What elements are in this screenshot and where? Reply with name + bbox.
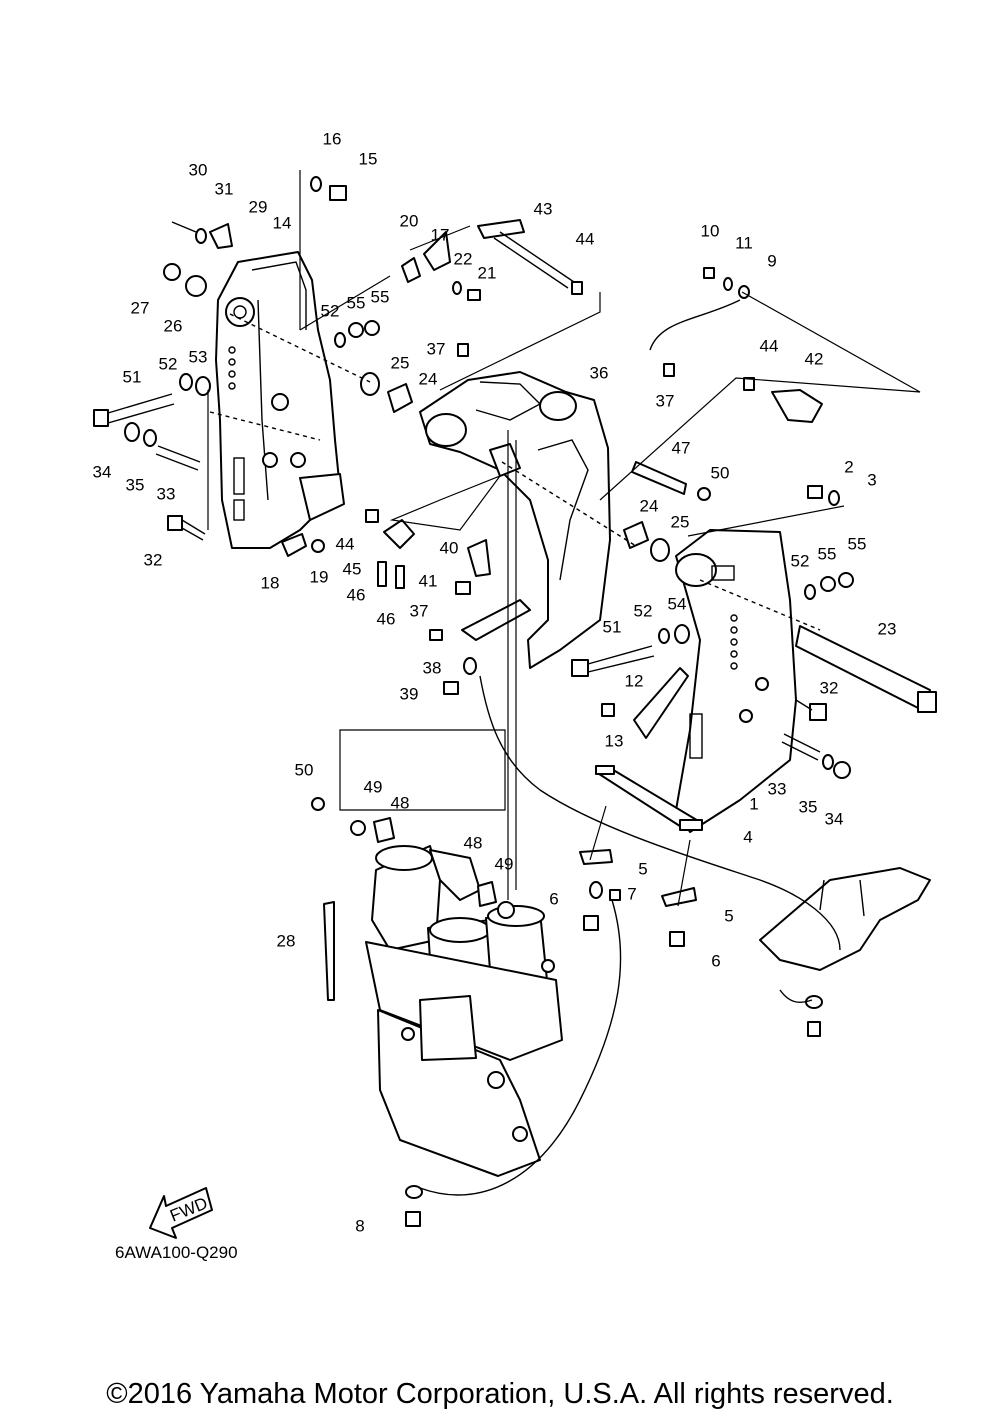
callout-27: 27 [131,298,150,317]
callout-42: 42 [805,349,824,368]
callout-50: 50 [711,463,730,482]
callout-6: 6 [549,889,558,908]
trim-tilt-unit [311,797,563,1227]
callout-29: 29 [249,197,268,216]
callout-52: 52 [321,301,340,320]
callout-2: 2 [844,457,853,476]
callout-6: 6 [711,951,720,970]
callout-11: 11 [735,233,753,252]
callout-10: 10 [701,221,720,240]
callout-34: 34 [93,462,112,481]
callout-28: 28 [277,931,296,950]
callout-52: 52 [159,354,178,373]
callout-44: 44 [336,534,355,553]
callout-24: 24 [640,496,659,515]
callout-13: 13 [605,731,624,750]
callout-47: 47 [672,438,691,457]
callout-34: 34 [825,809,844,828]
callout-52: 52 [634,601,653,620]
callout-12: 12 [625,671,644,690]
callout-30: 30 [189,160,208,179]
callout-37: 37 [656,391,675,410]
wire-harness [207,170,921,1196]
callout-1: 1 [749,794,758,813]
callout-55: 55 [371,287,390,306]
callout-17: 17 [431,225,450,244]
callout-40: 40 [440,538,459,557]
callout-15: 15 [359,149,378,168]
callout-55: 55 [347,293,366,312]
callout-14: 14 [273,213,292,232]
callout-32: 32 [144,550,163,569]
callout-46: 46 [347,585,366,604]
callout-46: 46 [377,609,396,628]
callout-5: 5 [724,906,733,925]
callout-19: 19 [310,567,329,586]
callout-20: 20 [400,211,419,230]
copyright-notice: ©2016 Yamaha Motor Corporation, U.S.A. A… [106,1378,894,1410]
callout-32: 32 [820,678,839,697]
callout-45: 45 [343,559,362,578]
callout-37: 37 [427,339,446,358]
callout-51: 51 [123,367,142,386]
callout-38: 38 [423,658,442,677]
callout-39: 39 [400,684,419,703]
fwd-arrow: FWD [149,1187,213,1239]
callout-24: 24 [419,369,438,388]
callout-52: 52 [791,551,810,570]
callout-48: 48 [391,793,410,812]
callout-53: 53 [189,347,208,366]
right-clamp-bracket [675,529,797,833]
left-hardware [93,176,413,557]
callout-22: 22 [454,249,473,268]
callout-37: 37 [410,601,429,620]
callout-8: 8 [355,1216,364,1235]
callout-4: 4 [743,827,752,846]
callout-26: 26 [164,316,183,335]
callout-55: 55 [848,534,867,553]
lower-unit-sketch [759,867,931,1037]
callout-7: 7 [627,884,636,903]
callout-16: 16 [323,129,342,148]
callout-44: 44 [760,336,779,355]
callout-35: 35 [126,475,145,494]
swivel-bracket [419,371,611,669]
callout-5: 5 [638,859,647,878]
right-hardware [571,572,937,947]
callout-21: 21 [478,263,497,282]
callout-36: 36 [590,363,609,382]
callout-43: 43 [534,199,553,218]
top-center-hardware [365,219,840,695]
callout-35: 35 [799,797,818,816]
callout-33: 33 [157,484,176,503]
callout-54: 54 [668,594,687,613]
callout-25: 25 [391,353,410,372]
callout-44: 44 [576,229,595,248]
callout-9: 9 [767,251,776,270]
callout-25: 25 [671,512,690,531]
callout-23: 23 [878,619,897,638]
callout-48: 48 [464,833,483,852]
callout-49: 49 [364,777,383,796]
callout-3: 3 [867,470,876,489]
callout-41: 41 [419,571,438,590]
callout-31: 31 [215,179,234,198]
cable-tie [323,901,335,1001]
left-clamp-bracket [215,251,345,549]
callout-55: 55 [818,544,837,563]
diagram-code: 6AWA100-Q290 [115,1243,238,1262]
callout-51: 51 [603,617,622,636]
callout-50: 50 [295,760,314,779]
callout-49: 49 [495,854,514,873]
callout-18: 18 [261,573,280,592]
callout-33: 33 [768,779,787,798]
